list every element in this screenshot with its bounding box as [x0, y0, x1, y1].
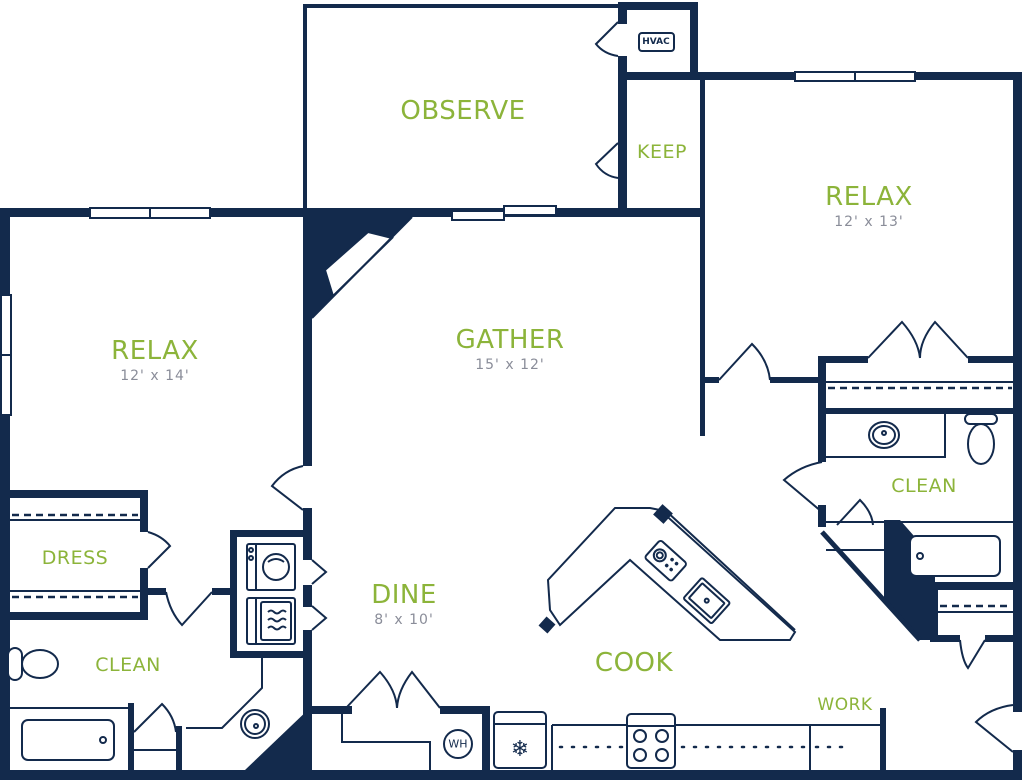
- svg-text:❄: ❄: [511, 737, 529, 762]
- dishwasher-icon: [644, 539, 687, 582]
- room-label-clean-left: CLEAN: [95, 654, 161, 676]
- toilet-icon: [7, 647, 59, 681]
- room-dimensions-gather: 15' x 12': [475, 357, 545, 373]
- stovetop-icon: [626, 713, 676, 769]
- room-label-relax-left: RELAX: [111, 336, 199, 366]
- sink-icon: [240, 709, 270, 739]
- kitchen-island: [538, 504, 797, 641]
- room-dimensions-relax-right: 12' x 13': [834, 214, 904, 230]
- room-label-keep: KEEP: [637, 141, 687, 163]
- interior-lines: [10, 216, 1013, 773]
- sink-icon: [868, 421, 900, 449]
- bathtub-icon: [21, 719, 115, 761]
- room-label-work: WORK: [817, 695, 873, 715]
- room-label-dress: DRESS: [41, 547, 109, 569]
- toilet-icon: [964, 413, 998, 465]
- doors: [147, 21, 1014, 753]
- room-label-gather: GATHER: [455, 325, 565, 355]
- room-label-dine: DINE: [371, 580, 437, 610]
- room-label-clean-right: CLEAN: [891, 475, 957, 497]
- room-dimensions-dine: 8' x 10': [374, 612, 434, 628]
- washer-icon: [246, 543, 296, 591]
- room-label-relax-right: RELAX: [825, 182, 913, 212]
- hvac-label: HVAC: [642, 37, 670, 47]
- hvac-box: [638, 32, 675, 52]
- windows: [0, 71, 916, 416]
- bathtub-icon: [909, 535, 1001, 577]
- water-heater-icon: [443, 729, 473, 759]
- snowflake-icon: ❄: [493, 711, 547, 769]
- room-label-observe: OBSERVE: [400, 96, 526, 126]
- room-dimensions-relax-left: 12' x 14': [120, 368, 190, 384]
- dryer-icon: [246, 597, 296, 645]
- water-heater-label: WH: [448, 737, 468, 751]
- room-label-cook: COOK: [594, 648, 674, 678]
- sink-icon: [683, 577, 731, 624]
